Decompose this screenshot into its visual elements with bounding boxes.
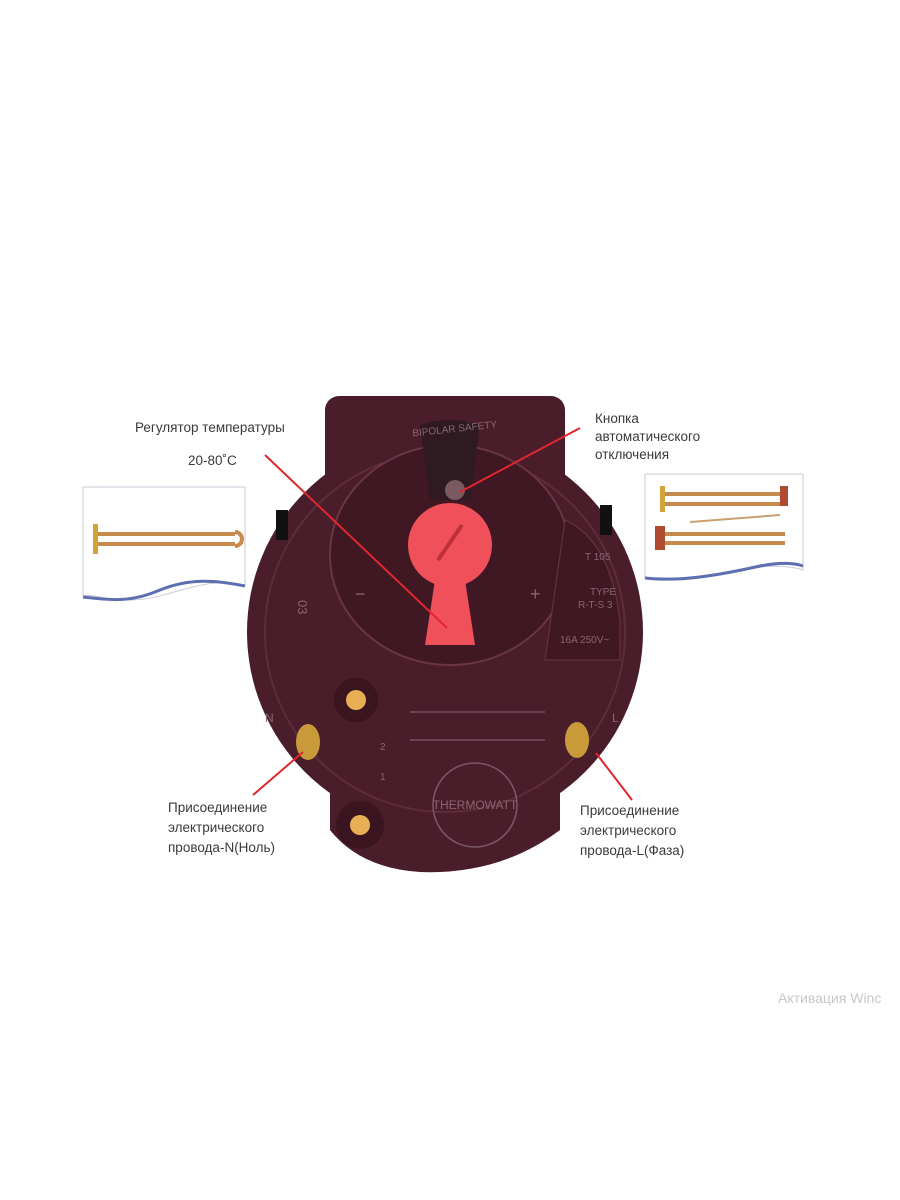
label-line: Присоединение xyxy=(168,800,268,815)
marking-brand: THERMOWATT xyxy=(433,798,518,812)
marking-plus: + xyxy=(530,584,541,604)
label-regulator-title: Регулятор температуры xyxy=(135,420,285,435)
marking-type: TYPE xyxy=(590,587,616,598)
pointer-lines xyxy=(252,427,633,801)
heating-element-inset-right xyxy=(644,473,804,581)
label-line: автоматического xyxy=(595,429,701,444)
windows-activation-watermark: Активация Winc xyxy=(778,990,882,1006)
marking-model: R-T-S 3 xyxy=(578,600,613,611)
label-auto-shutoff-button: Кнопка автоматического отключения xyxy=(595,410,700,464)
marking-minus: − xyxy=(355,584,366,604)
label-line: электрического xyxy=(168,820,265,835)
label-line: провода-N(Ноль) xyxy=(168,840,276,855)
label-line: электрического xyxy=(580,823,677,838)
heating-element-inset-left xyxy=(82,486,246,602)
label-phase-connection: Присоединение электрического провода-L(Ф… xyxy=(580,801,684,861)
label-line: Присоединение xyxy=(580,803,680,818)
marking-l: L xyxy=(612,711,619,725)
label-line: Кнопка xyxy=(595,411,639,426)
marking-code: 03 xyxy=(295,600,310,614)
label-line: отключения xyxy=(595,447,670,462)
label-regulator-range: 20-80˚C xyxy=(188,453,237,468)
marking-n: N xyxy=(265,711,274,725)
marking-pin1: 1 xyxy=(380,772,386,783)
marking-pin2: 2 xyxy=(380,742,386,753)
label-line: провода-L(Фаза) xyxy=(580,843,685,858)
temperature-knob xyxy=(408,503,492,645)
marking-temp: T 105 xyxy=(585,552,611,563)
marking-rating: 16A 250V~ xyxy=(560,635,609,646)
label-neutral-connection: Присоединение электрического провода-N(Н… xyxy=(168,798,275,858)
